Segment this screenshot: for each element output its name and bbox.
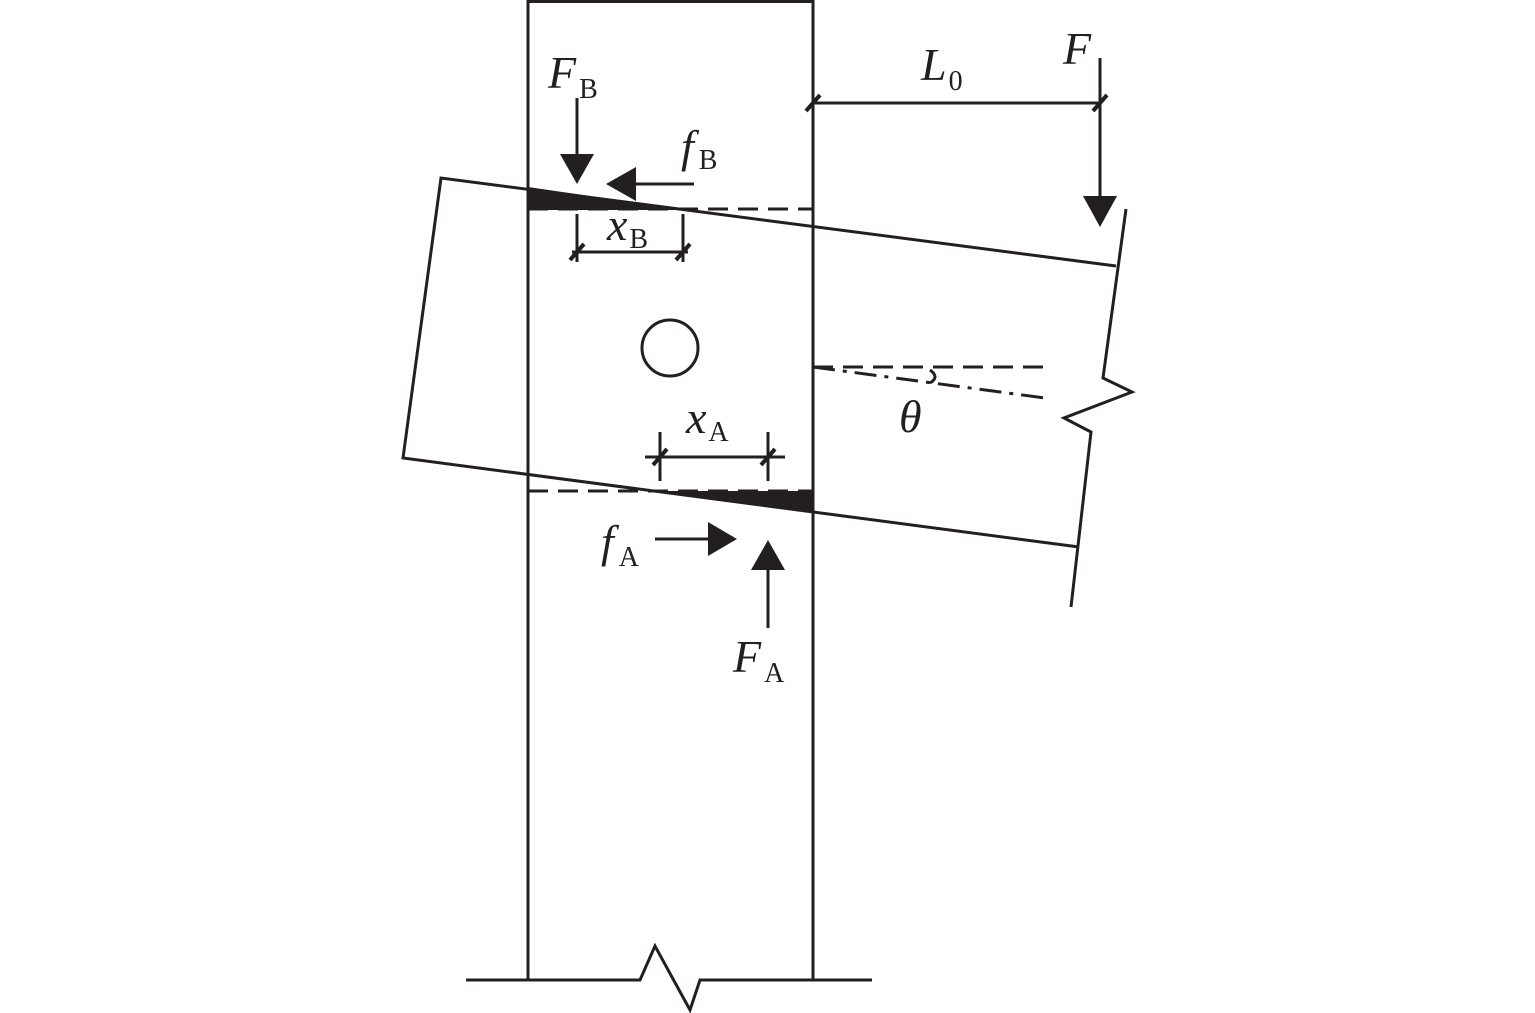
column-break-line	[466, 942, 872, 1013]
bolt-circle	[640, 318, 700, 378]
rotation-angle-indicator	[812, 365, 1046, 400]
friction-arrow-fb	[606, 167, 694, 201]
label-f-load: F	[1062, 23, 1092, 74]
xa-dimension-line	[645, 432, 785, 481]
xb-dimension-line	[568, 214, 692, 262]
load-arrow-f	[1083, 58, 1117, 227]
l0-dimension-line	[804, 93, 1109, 113]
label-theta: θ	[899, 391, 922, 442]
label-xa: xA	[685, 392, 729, 448]
force-arrow-fa	[751, 540, 785, 628]
contact-wedge-top	[528, 187, 686, 210]
rotated-beam	[401, 176, 1136, 608]
label-xb: xB	[606, 199, 648, 255]
force-arrow-fb	[560, 98, 594, 184]
label-l0: L0	[920, 39, 963, 97]
contact-wedge-bottom	[660, 491, 813, 512]
friction-arrow-fa	[655, 522, 737, 556]
